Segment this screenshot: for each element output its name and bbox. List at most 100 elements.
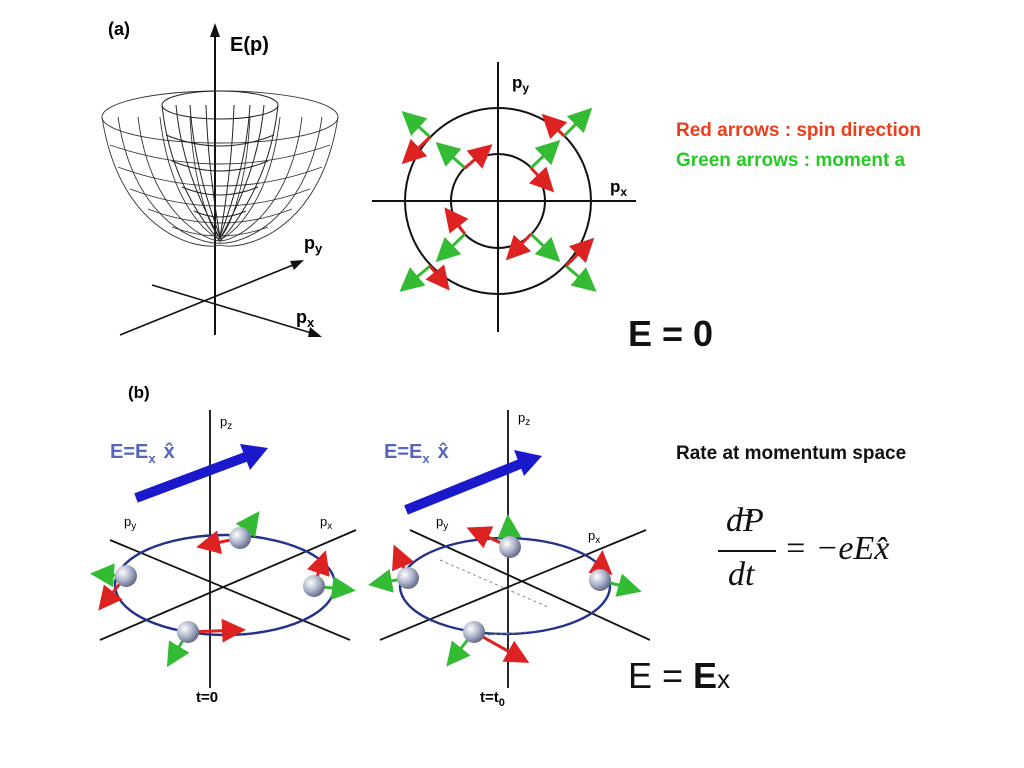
time-label-right: t=t (480, 689, 499, 706)
py-axis (119, 262, 299, 336)
formula-numerator: dP (726, 502, 764, 539)
electron-sphere (589, 569, 611, 591)
svg-text:px: px (296, 307, 315, 330)
red-arrow (401, 135, 432, 165)
green-arrow (435, 232, 467, 263)
field-label: E=E (384, 441, 422, 463)
svg-text:E=Exx̂: E=Exx̂ (110, 441, 175, 466)
red-arrow (564, 237, 595, 268)
px-label: p (610, 177, 620, 196)
formula-arrow: → (726, 492, 760, 529)
inner-arrows (435, 139, 561, 263)
px-label: p (296, 307, 307, 327)
inner-circle (450, 153, 546, 249)
py-subscript: y (443, 521, 448, 532)
green-arrow (435, 142, 466, 170)
green-arrow (565, 264, 597, 292)
py-label: p (304, 233, 315, 253)
formula-fraction-bar (718, 550, 776, 552)
green-arrow (399, 264, 431, 292)
py-subscript: y (522, 81, 529, 95)
panel-b-label: (b) (128, 383, 150, 402)
py-label: p (436, 514, 443, 529)
e-field-lhs: E = (628, 655, 694, 696)
px-subscript: x (620, 185, 627, 199)
green-arrow (529, 232, 561, 263)
spin-circle-diagram: py px (372, 62, 636, 332)
field-arrow-shaft (134, 451, 250, 503)
rate-label: Rate at momentum space (676, 443, 907, 464)
py-axis (409, 529, 650, 641)
electron-sphere (177, 621, 199, 643)
electron-sphere (229, 527, 251, 549)
svg-text:py: py (304, 233, 323, 256)
orbit-ellipse (113, 533, 337, 637)
energy-axis-arrowhead (210, 23, 220, 37)
legend-red-text: Red arrows : spin direction (676, 120, 921, 141)
paraboloid-diagram: (a) E(p) py px (101, 19, 339, 337)
energy-axis-label: E(p) (230, 34, 269, 56)
electron-sphere (303, 575, 325, 597)
formula-rhs: = −eEx̂ (784, 530, 890, 567)
green-arrow (401, 110, 432, 139)
svg-text:py: py (124, 514, 136, 532)
svg-text:pz: pz (518, 410, 530, 428)
red-arrow (528, 166, 555, 193)
field-subscript: x (148, 451, 156, 466)
px-subscript: x (307, 315, 315, 330)
electron-sphere (115, 565, 137, 587)
svg-text:px: px (610, 177, 627, 199)
py-axis (109, 539, 351, 641)
px-subscript: x (327, 521, 332, 532)
px-axis (99, 529, 357, 641)
svg-text:py: py (512, 73, 529, 95)
e-field-expression: E = Ex (628, 655, 730, 697)
svg-text:py: py (436, 514, 448, 532)
outer-arrows (399, 107, 597, 292)
panel-a-label: (a) (108, 19, 130, 39)
pz-subscript: z (525, 417, 530, 428)
pz-label: p (220, 414, 227, 429)
time-label-left: t=0 (196, 689, 218, 706)
electron-sphere (463, 621, 485, 643)
red-arrow (444, 207, 469, 235)
e-field-subscript: x (717, 664, 731, 694)
green-arrow (529, 139, 561, 170)
field-arrow-shaft (404, 459, 522, 515)
px-axis (151, 284, 319, 336)
field-unit: x̂ (438, 441, 449, 463)
red-arrow (541, 113, 568, 140)
legend-green-text: Green arrows : moment a (676, 150, 906, 171)
px-label: p (588, 528, 595, 543)
svg-text:pz: pz (220, 414, 232, 432)
pz-subscript: z (227, 421, 232, 432)
svg-text:t=t0: t=t0 (480, 689, 505, 709)
green-arrow (562, 107, 593, 138)
field-label: E=E (110, 441, 148, 463)
py-axis-arrowhead (290, 260, 304, 270)
momentum-rate-formula: → dP dt = −eEx̂ (718, 492, 918, 612)
px-axis-arrowhead (308, 327, 322, 337)
field-subscript: x (422, 451, 430, 466)
py-label: p (124, 514, 131, 529)
px-label: p (320, 514, 327, 529)
e-field-bold: E (693, 655, 718, 696)
outer-circle (404, 107, 592, 295)
px-subscript: x (595, 535, 600, 546)
red-arrow (464, 144, 493, 170)
red-arrow (505, 232, 533, 261)
time-label-right-subscript: 0 (499, 697, 505, 709)
px-axis (379, 529, 647, 641)
electron-sphere (397, 567, 419, 589)
electron-sphere (499, 536, 521, 558)
outer-paraboloid-mesh (101, 90, 339, 247)
displacement-guide (439, 559, 551, 609)
pz-label: p (518, 410, 525, 425)
py-subscript: y (131, 521, 136, 532)
field-arrow-head (240, 444, 268, 470)
e-zero-label: E = 0 (628, 313, 714, 354)
inner-paraboloid-mesh (161, 90, 279, 242)
